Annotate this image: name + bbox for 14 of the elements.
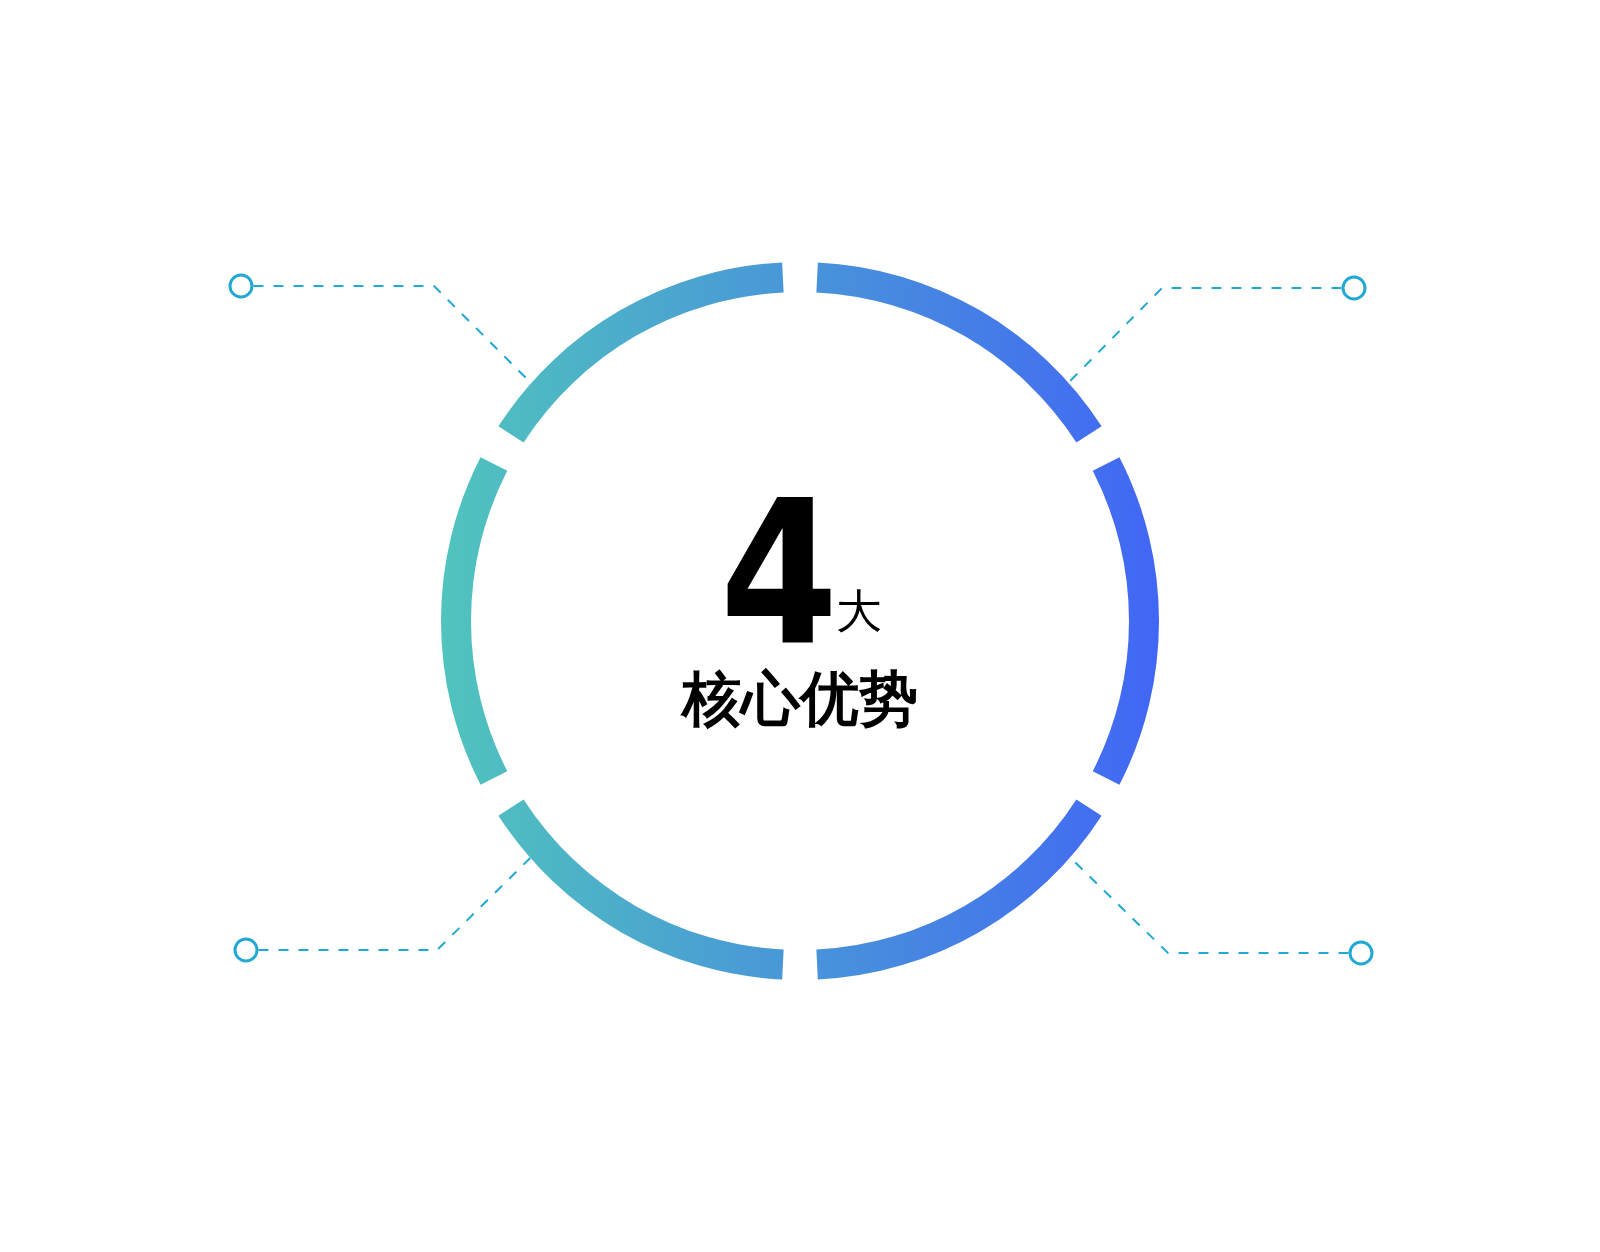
ring-segment	[498, 799, 784, 980]
ring-segment	[1092, 457, 1159, 785]
leader-line	[257, 856, 532, 951]
heading-text: 核心优势	[682, 669, 918, 728]
unit-text: 大	[836, 588, 882, 634]
ring-segment	[816, 262, 1102, 443]
ring-segment	[816, 799, 1102, 980]
endpoint-circle	[1348, 940, 1374, 966]
ring-segment	[498, 262, 784, 443]
endpoint-circle	[228, 273, 254, 299]
endpoint-circle	[233, 937, 259, 963]
endpoint-circle	[1341, 275, 1367, 301]
ring-segment	[441, 457, 508, 785]
leader-line	[1067, 287, 1343, 384]
